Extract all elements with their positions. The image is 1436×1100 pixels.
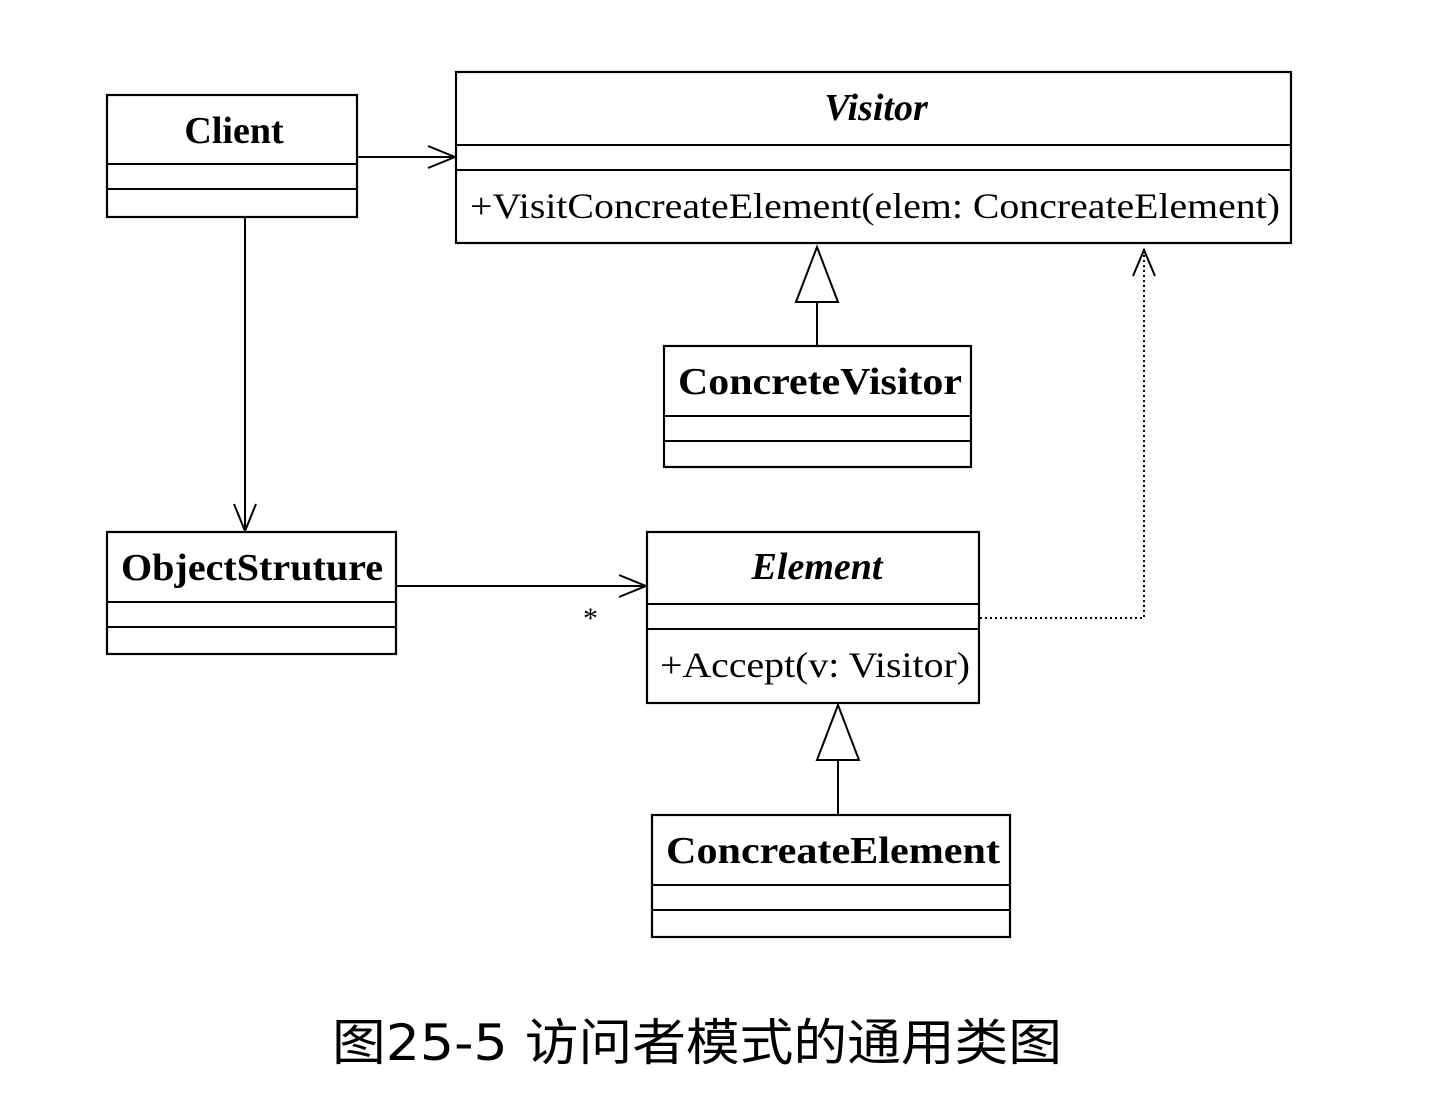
class-element: Element +Accept(v: Visitor) xyxy=(645,530,981,705)
class-visitor: Visitor +VisitConcreateElement(elem: Con… xyxy=(454,70,1293,245)
class-object-structure: ObjectStruture xyxy=(105,530,398,656)
class-concrete-visitor: ConcreteVisitor xyxy=(662,344,973,469)
visitor-operation: +VisitConcreateElement(elem: ConcreateEl… xyxy=(470,186,1280,226)
association-client-object-structure xyxy=(233,217,257,534)
association-object-structure-element: * xyxy=(396,574,649,635)
generalization-concreate-element xyxy=(815,702,861,815)
class-name-concreate-element: ConcreateElement xyxy=(666,830,1000,872)
multiplicity-label: * xyxy=(583,602,598,635)
association-client-visitor xyxy=(357,145,458,169)
class-name-client: Client xyxy=(184,110,284,152)
figure-caption: 图25-5 访问者模式的通用类图 xyxy=(332,1014,1062,1072)
class-concreate-element: ConcreateElement xyxy=(650,813,1012,939)
class-name-concrete-visitor: ConcreteVisitor xyxy=(678,361,962,403)
class-name-element: Element xyxy=(751,546,884,588)
generalization-concrete-visitor xyxy=(794,244,840,346)
element-operation: +Accept(v: Visitor) xyxy=(660,645,970,685)
class-name-object-structure: ObjectStruture xyxy=(121,547,383,589)
class-name-visitor: Visitor xyxy=(824,87,929,129)
class-client: Client xyxy=(105,93,359,219)
dependency-element-visitor xyxy=(980,247,1156,619)
